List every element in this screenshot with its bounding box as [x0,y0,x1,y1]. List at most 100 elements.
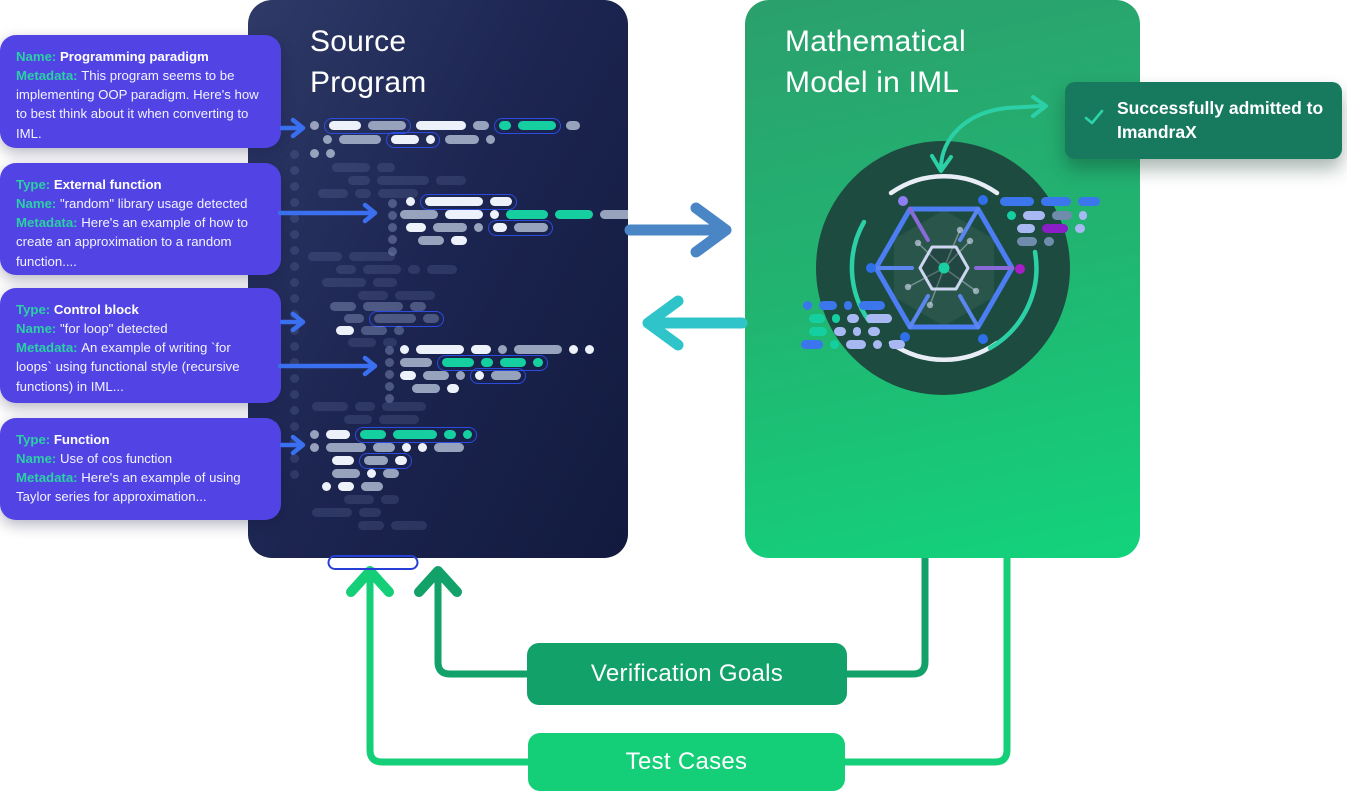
code-token-row [406,219,553,236]
code-token-row [323,131,495,148]
code-token-row [388,211,397,220]
code-token [410,302,426,311]
code-token-row [385,394,394,403]
code-token [391,135,419,144]
hexagon-spokes [874,207,1014,329]
code-token-row [336,326,404,335]
code-token [499,121,511,130]
code-token [418,443,427,452]
code-token [423,371,449,380]
code-token-row [290,422,299,431]
code-token [349,252,395,261]
code-token-row [310,117,580,134]
code-token [803,301,812,310]
code-token [383,469,399,478]
code-token [385,382,394,391]
code-token [834,327,846,336]
code-token [348,176,370,185]
code-token [844,301,852,310]
code-token [290,310,299,319]
code-token [1078,197,1100,206]
code-token [385,394,394,403]
code-token [445,135,479,144]
code-token-row [809,327,880,336]
highlighted-token-group [420,193,517,210]
code-token [832,314,840,323]
code-token [364,456,388,465]
code-token-row [348,338,397,347]
code-token [290,214,299,223]
code-token-row [290,198,299,207]
test-cases-arrowhead-icon [346,566,394,597]
code-token [406,223,426,232]
code-token-row [400,210,628,219]
code-token [368,121,406,130]
verification-goals-label: Verification Goals [590,660,784,687]
code-token-row [400,367,526,384]
code-token [493,223,507,232]
code-token [388,235,397,244]
highlighted-token-group [494,117,561,134]
code-token [1042,224,1068,233]
code-token [332,469,360,478]
code-token-row [344,415,419,424]
code-token [310,121,319,130]
highlighted-token-group [437,354,548,371]
code-token-row [290,246,299,255]
code-token [1041,197,1071,206]
code-token [395,291,435,300]
code-token-row [388,223,397,232]
test-cases-line-left [366,576,540,766]
code-token [426,135,435,144]
code-token [436,176,466,185]
code-token-row [310,149,335,158]
code-token [290,182,299,191]
code-token [416,121,466,130]
curved-arrow-icon [930,95,1048,173]
highlighted-token-group [470,367,526,384]
code-token [866,314,892,323]
code-token [318,189,348,198]
callout-field: Type: Function [16,432,110,447]
code-token [290,454,299,463]
model-panel-title: Mathematical Model in IML [785,22,966,103]
code-token [408,265,420,274]
code-token [374,314,416,323]
model-dash-illustration [745,0,1140,558]
code-token-row [318,189,418,198]
code-token-row [290,230,299,239]
code-token [381,495,399,504]
source-title-line2: Program [310,65,427,99]
code-token-row [418,236,467,245]
network-lines [907,229,977,306]
code-token [498,345,507,354]
code-token [1007,211,1016,220]
code-token-row [290,358,299,367]
code-token-row [332,163,395,172]
code-token [290,166,299,175]
source-panel-title: Source Program [310,22,426,103]
code-token [326,443,366,452]
code-token [385,370,394,379]
success-badge-text: Successfully admitted to ImandraX [1117,98,1324,142]
code-token [367,469,376,478]
code-token [344,415,372,424]
code-token-row [400,354,548,371]
code-token-row [358,521,427,530]
code-token-row [290,278,299,287]
code-token-row [385,370,394,379]
code-token-row [290,214,299,223]
highlighted-token-group [488,219,553,236]
code-token [1017,237,1037,246]
source-program-panel: Source Program [248,0,628,558]
code-token-row [310,443,464,452]
code-token [312,508,352,517]
code-token [383,338,397,347]
code-token-row [332,452,412,469]
code-token [1052,211,1072,220]
code-token [344,314,364,323]
code-token-row [290,150,299,159]
code-token [873,340,882,349]
code-token [290,150,299,159]
